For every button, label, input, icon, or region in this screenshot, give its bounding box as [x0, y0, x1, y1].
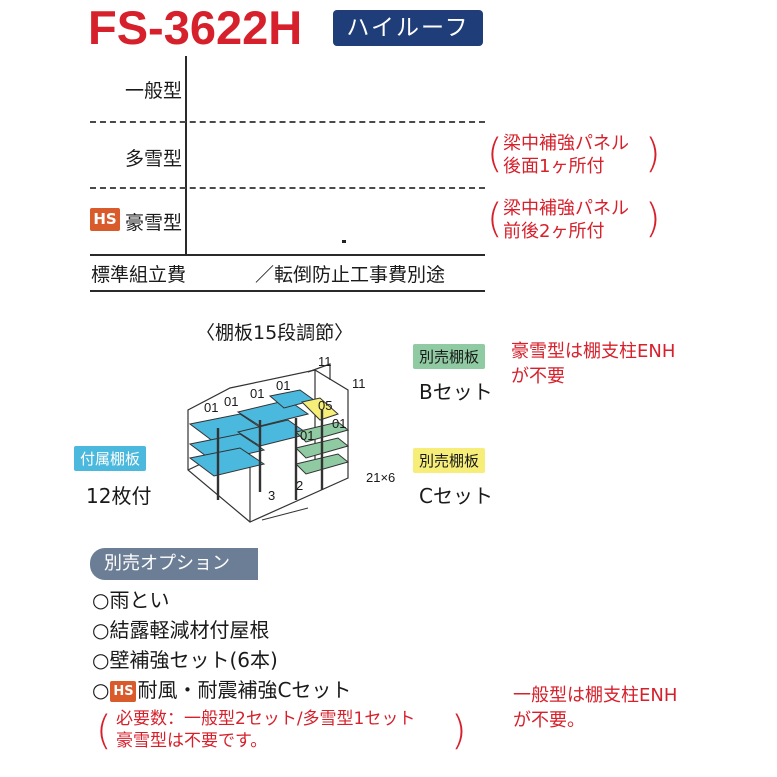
table-divider [185, 56, 187, 256]
type-snow-label: 多雪型 [124, 148, 182, 170]
row-separator [90, 187, 485, 189]
heavy-snow-note: 梁中補強パネル 前後2ヶ所付 [503, 198, 629, 242]
note-paren-left: ( [487, 196, 503, 242]
door-rail [261, 507, 309, 521]
label-top1: 11 [318, 354, 332, 369]
label-c: 01 [250, 386, 264, 401]
label-b: 01 [224, 394, 238, 409]
requirement-paren-right: ) [451, 708, 467, 754]
c-set-shelf [301, 397, 339, 421]
general-shelf-note: 一般型は棚支柱ENH が不要。 [513, 685, 678, 731]
row-separator [90, 254, 485, 256]
stray-mark [342, 240, 346, 243]
c-set-tag: 別売棚板 [413, 448, 486, 473]
shelf-caption: 〈棚板15段調節〉 [196, 322, 354, 344]
label-e: 05 [318, 398, 332, 413]
label-n3: 3 [268, 488, 275, 503]
hs-badge: HS [90, 208, 120, 231]
label-f: 01 [300, 428, 314, 443]
assembly-note: ／転倒防止工事費別途 [255, 264, 446, 286]
type-heavy-snow-label: 豪雪型 [124, 212, 182, 234]
heavy-snow-shelf-note: 豪雪型は棚支柱ENH が不要 [511, 341, 676, 387]
requirement-paren-left: ( [96, 708, 112, 754]
option-item: ○壁補強セット(6本) [92, 648, 278, 672]
model-number: FS-3622H [88, 1, 303, 54]
b-set-label: Bセット [419, 380, 493, 404]
requirement-note: 必要数：一般型2セット/多雪型1セット 豪雪型は不要です。 [116, 709, 416, 751]
note-paren-left: ( [487, 131, 503, 177]
label-d: 01 [276, 378, 290, 393]
note-paren-right: ) [645, 131, 661, 177]
shelf-posts [216, 410, 324, 500]
label-n2: 2 [296, 478, 303, 493]
multi-snow-note: 梁中補強パネル 後面1ヶ所付 [503, 133, 629, 177]
label-g: 01 [332, 416, 346, 431]
label-top2: 11 [352, 376, 366, 391]
shelf-diagram: 01 01 01 01 11 11 05 01 01 21×6 2 3 [187, 354, 395, 523]
c-set-label: Cセット [419, 484, 493, 508]
option-item: ○結露軽減材付屋根 [92, 618, 270, 642]
b-set-tag: 別売棚板 [413, 344, 486, 369]
attached-shelf-tag: 付属棚板 [74, 446, 147, 471]
hs-badge-inline: HS [110, 681, 137, 702]
row-separator [90, 290, 485, 292]
options-badge: 別売オプション [90, 548, 258, 580]
attached-shelves [188, 389, 316, 477]
attached-shelf-count: 12枚付 [86, 484, 152, 508]
type-general-label: 一般型 [124, 80, 182, 102]
assembly-label: 標準組立費 [91, 264, 187, 286]
note-paren-right: ) [645, 196, 661, 242]
option-item: ○雨とい [92, 588, 170, 612]
roof-type-badge: ハイルーフ [333, 10, 483, 46]
label-a: 01 [204, 400, 218, 415]
row-separator [90, 121, 485, 123]
label-dim: 21×6 [366, 470, 395, 485]
